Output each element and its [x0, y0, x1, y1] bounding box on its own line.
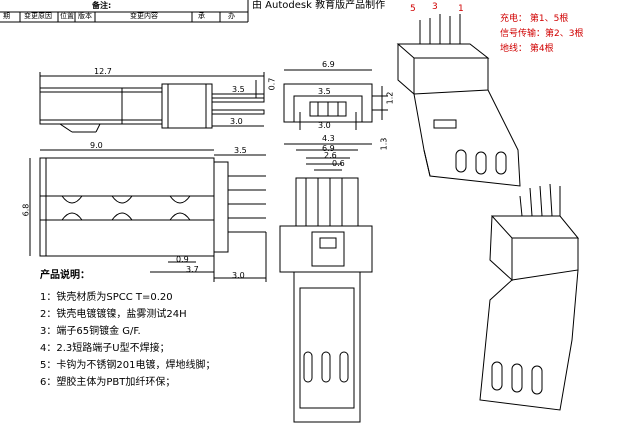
side-view-top — [39, 72, 265, 133]
dim-shell-height: 6.8 — [21, 203, 31, 217]
dim-front-inner-1: 3.5 — [318, 87, 331, 96]
dim-tail-thk: 0.7 — [267, 77, 277, 91]
bottom-view — [279, 143, 373, 423]
dim-tab-1: 3.0 — [230, 117, 243, 126]
note-item: 2：铁壳电镀镀镍，盐雾测试24H — [40, 309, 187, 320]
dim-front-inner-2: 3.0 — [318, 121, 331, 130]
remark-label: 备注: — [92, 1, 112, 10]
notes-header: 产品说明： — [40, 270, 90, 281]
col-reason: 变更原因 — [24, 12, 52, 20]
dim-pin-extend-1: 3.5 — [232, 85, 245, 94]
col-ban: 办 — [228, 12, 235, 20]
title-block-table — [0, 0, 249, 23]
note-item: 6：塑胶主体为PBT加纤环保； — [40, 377, 176, 388]
legend-signal: 信号传输：第2、3根 — [500, 29, 584, 39]
iso-view-upper — [396, 14, 521, 187]
front-view — [283, 69, 388, 130]
dim-pitch-c: 2.6 — [324, 151, 337, 160]
note-item: 5：卡钩为不锈钢201电镀，焊地线脚； — [40, 360, 216, 371]
dim-pitch-a: 1.3 — [379, 137, 389, 151]
side-view-bottom — [29, 149, 267, 282]
pin-label-5: 5 — [410, 4, 416, 14]
dim-pitch-b: 6.9 — [322, 144, 335, 153]
dim-pitch-total: 4.3 — [322, 134, 335, 143]
pin-label-1: 1 — [458, 4, 464, 14]
dim-tab-2: 3.0 — [232, 271, 245, 280]
note-item: 4：2.3短路端子U型不焊接； — [40, 343, 170, 354]
legend-ground: 地线： 第4根 — [500, 44, 554, 54]
dim-shell-length: 9.0 — [90, 141, 103, 150]
dim-front-width: 6.9 — [322, 60, 335, 69]
col-position: 位置 — [60, 12, 74, 20]
col-period: 期 — [3, 12, 10, 20]
col-version: 版本 — [78, 12, 92, 20]
dim-total-length: 12.7 — [94, 67, 112, 76]
iso-view-lower — [479, 183, 580, 411]
dim-front-height: 1.2 — [385, 91, 395, 105]
dim-pin-extend-2: 3.5 — [234, 146, 247, 155]
dim-latch-1: 0.9 — [176, 255, 189, 264]
pin-label-3: 3 — [432, 2, 438, 12]
product-notes: 产品说明： 1：铁壳材质为SPCC T=0.20 2：铁壳电镀镀镍，盐雾测试24… — [40, 266, 215, 391]
note-item: 1：铁壳材质为SPCC T=0.20 — [40, 292, 173, 303]
pin-legend: 充电： 第1、5根 信号传输：第2、3根 地线： 第4根 — [500, 12, 583, 57]
dim-latch-2: 3.7 — [186, 265, 199, 274]
note-item: 3：端子65铜镀金 G/F. — [40, 326, 141, 337]
dim-pitch-d: 0.6 — [332, 159, 345, 168]
drawing-title: 由 Autodesk 教育版产品制作 — [252, 0, 386, 11]
legend-charging: 充电： 第1、5根 — [500, 14, 569, 24]
col-change: 变更内容 — [130, 12, 158, 20]
col-cheng: 承 — [198, 12, 205, 20]
